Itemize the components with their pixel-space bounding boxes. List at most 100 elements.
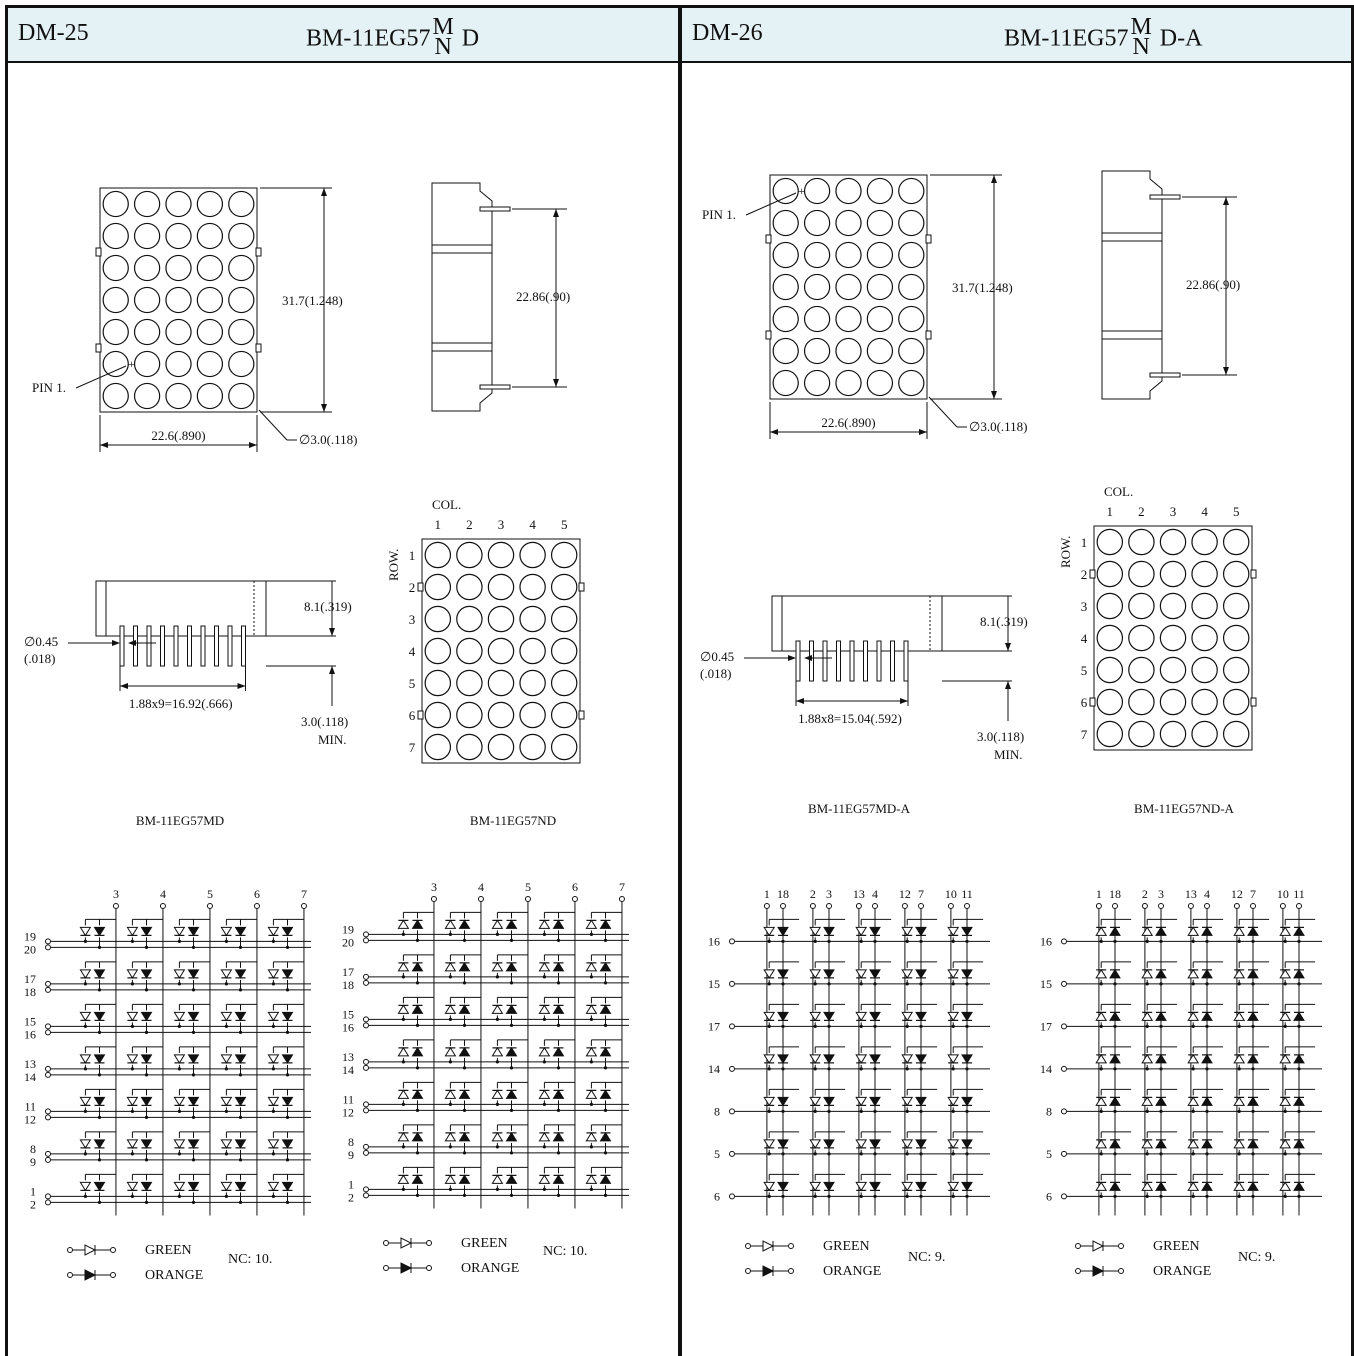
- led-dot: [1159, 656, 1187, 684]
- green-led-symbol: [947, 1139, 960, 1149]
- junction-dot: [1283, 1109, 1287, 1113]
- orange-led-symbol: [1247, 926, 1259, 936]
- row-number: 6: [409, 708, 416, 723]
- junction-dot: [191, 1158, 196, 1162]
- junction-dot: [224, 939, 228, 943]
- orange-led-symbol: [505, 1174, 518, 1184]
- orange-led-symbol: [187, 1054, 200, 1064]
- row-pin-number: 6: [1046, 1189, 1052, 1203]
- row-pin-number: 15: [1040, 977, 1052, 991]
- junction-dot: [401, 975, 405, 979]
- junction-dot: [1297, 1109, 1301, 1113]
- column-pin-number: 18: [777, 887, 789, 901]
- column-pin-number: 7: [301, 887, 307, 901]
- junction-dot: [781, 1194, 785, 1198]
- green-led-symbol: [855, 1181, 868, 1192]
- row-pin-terminal: [363, 1058, 369, 1065]
- legend-orange-symbol: [84, 1269, 97, 1281]
- junction-dot: [448, 1060, 452, 1064]
- junction-dot: [144, 945, 149, 949]
- junction-dot: [509, 1023, 514, 1027]
- junction-dot: [767, 1067, 771, 1071]
- row-pin-terminal: [729, 980, 735, 987]
- nc-note: NC: 9.: [908, 1250, 945, 1265]
- orange-led-symbol: [187, 1011, 200, 1022]
- orange-led-symbol: [1293, 968, 1305, 979]
- orange-led-symbol: [234, 1054, 247, 1064]
- led-dot: [102, 382, 129, 410]
- side-dimension-label: 22.86(.90): [516, 289, 570, 304]
- junction-dot: [97, 1158, 102, 1162]
- green-led-symbol: [267, 1181, 280, 1192]
- orange-led-symbol: [915, 1181, 927, 1192]
- led-dot: [196, 350, 224, 378]
- column-pin-number: 6: [572, 880, 578, 894]
- junction-dot: [1191, 1109, 1195, 1113]
- row-number: 3: [409, 612, 416, 627]
- junction-dot: [813, 1109, 817, 1113]
- junction-dot: [495, 1145, 499, 1149]
- orange-led-symbol: [1109, 1011, 1121, 1021]
- junction-dot: [542, 1145, 547, 1149]
- orange-led-symbol: [1293, 926, 1305, 936]
- junction-dot: [827, 982, 831, 986]
- legend-terminal: [383, 1265, 389, 1271]
- dimension-arrow: [553, 379, 559, 387]
- led-dot: [1096, 624, 1124, 652]
- led-dot: [866, 305, 894, 333]
- led-dot: [165, 318, 192, 346]
- row-pin-terminal: [1061, 1065, 1067, 1072]
- orange-led-symbol: [1201, 1181, 1213, 1191]
- led-dot: [196, 286, 224, 314]
- column-pin-number: 2: [1142, 887, 1148, 901]
- row-pin-number: 13: [342, 1050, 354, 1064]
- row-pin-terminal: [1061, 1108, 1067, 1115]
- junction-dot: [603, 1108, 608, 1112]
- led-dot: [835, 369, 862, 397]
- column-number: 1: [1107, 504, 1114, 519]
- orange-led-symbol: [869, 926, 881, 937]
- led-dot: [1096, 720, 1124, 748]
- row-pin-terminal: [45, 980, 51, 987]
- green-led-symbol: [267, 1054, 280, 1064]
- row-pin-terminal: [363, 1143, 369, 1150]
- orange-led-symbol: [93, 1139, 106, 1149]
- orange-led-symbol: [140, 1181, 153, 1192]
- junction-dot: [813, 1194, 817, 1198]
- junction-dot: [271, 1152, 275, 1156]
- column-pin-number: 13: [1185, 887, 1197, 901]
- green-led-symbol: [491, 1046, 504, 1057]
- junction-dot: [767, 939, 771, 943]
- column-pin-number: 18: [1109, 887, 1121, 901]
- junction-dot: [191, 988, 196, 992]
- led-dot: [424, 637, 452, 665]
- title-variant-n: N: [1132, 34, 1150, 60]
- junction-dot: [1099, 982, 1103, 986]
- orange-led-symbol: [552, 1131, 565, 1142]
- column-pin-number: 10: [945, 887, 957, 901]
- orange-led-symbol: [93, 1011, 106, 1022]
- led-dot: [456, 669, 483, 697]
- orange-led-symbol: [281, 1096, 294, 1107]
- junction-dot: [285, 1115, 290, 1119]
- led-dot: [133, 286, 161, 314]
- green-led-symbol: [1279, 1053, 1292, 1064]
- green-led-symbol: [855, 1054, 868, 1064]
- green-led-symbol: [1095, 926, 1108, 936]
- junction-dot: [813, 1067, 817, 1071]
- junction-dot: [415, 1108, 420, 1112]
- junction-dot: [827, 1152, 831, 1156]
- junction-dot: [1099, 1067, 1103, 1071]
- junction-dot: [1099, 1109, 1103, 1113]
- green-led-symbol: [126, 1181, 139, 1192]
- profile-pin: [200, 625, 206, 667]
- led-dot: [1191, 688, 1218, 716]
- junction-dot: [191, 1073, 196, 1077]
- orange-led-symbol: [1201, 968, 1213, 979]
- dimension-arrow: [900, 698, 908, 704]
- profile-pin: [809, 640, 814, 682]
- junction-dot: [191, 1030, 196, 1034]
- legend-terminal: [110, 1272, 116, 1278]
- row-pin-terminal: [729, 1150, 735, 1157]
